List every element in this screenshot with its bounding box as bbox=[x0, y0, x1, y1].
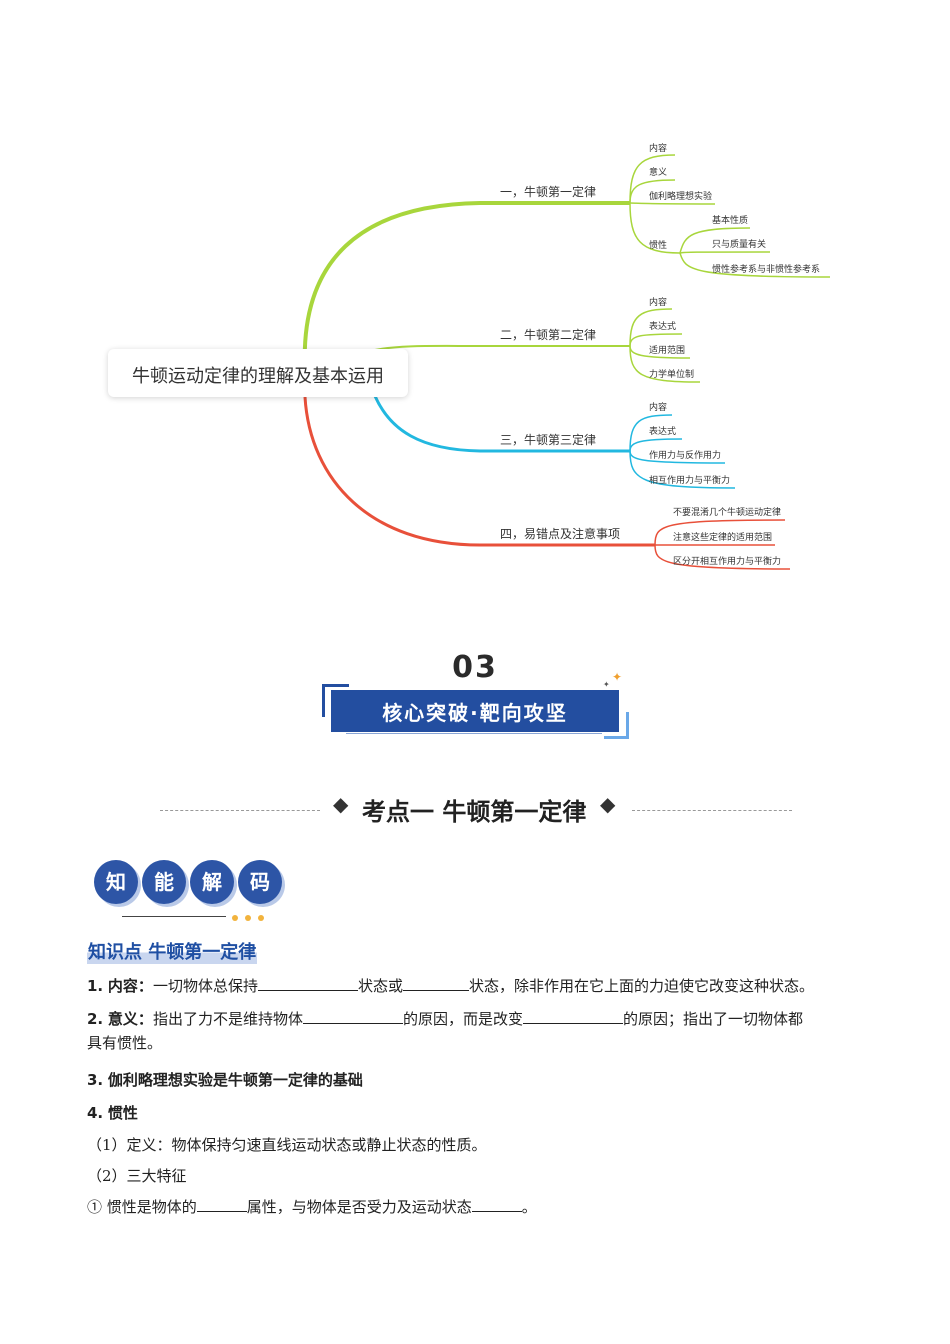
knowledge-heading: 知识点 牛顿第一定律 bbox=[87, 938, 258, 964]
b1-sub: 惯性参考系与非惯性参考系 bbox=[712, 263, 820, 275]
section-banner-label: 核心突破·靶向攻坚 bbox=[382, 701, 568, 725]
branch4-label: 四，易错点及注意事项 bbox=[500, 526, 620, 541]
p1-text-c: 状态，除非作用在它上面的力迫使它改变这种状态。 bbox=[468, 977, 814, 995]
badge-char: 能 bbox=[142, 860, 186, 904]
p4-text: 惯性 bbox=[107, 1104, 138, 1122]
trunk-branch1 bbox=[302, 201, 630, 371]
p2-text-a: 指出了力不是维持物体 bbox=[152, 1010, 303, 1028]
paragraph-2: 2. 意义：指出了力不是维持物体 的原因，而是改变 的原因；指出了一切物体都 具有惯… bbox=[87, 1007, 867, 1055]
b2-item: 力学单位制 bbox=[649, 368, 694, 380]
b1-sub: 只与质量有关 bbox=[712, 238, 766, 250]
badge-dot bbox=[232, 915, 238, 921]
b1-item: 内容 bbox=[649, 142, 667, 154]
p4-num: 4. bbox=[87, 1104, 104, 1122]
b3-item: 作用力与反作用力 bbox=[649, 449, 721, 461]
b1-sub: 基本性质 bbox=[712, 214, 748, 226]
p2-label: 意义： bbox=[107, 1010, 153, 1028]
p7-text-c: 。 bbox=[521, 1198, 537, 1216]
badge-char: 码 bbox=[238, 860, 282, 904]
diamond-icon: ◆ bbox=[333, 792, 349, 816]
blank-field bbox=[471, 1197, 522, 1212]
blank-field bbox=[302, 1009, 403, 1024]
p2-text-d: 具有惯性。 bbox=[87, 1034, 163, 1052]
p2-text-c: 的原因；指出了一切物体都 bbox=[622, 1010, 803, 1028]
mindmap-root-label: 牛顿运动定律的理解及基本运用 bbox=[132, 366, 384, 387]
p3-text: 伽利略理想实验是牛顿第一定律的基础 bbox=[107, 1071, 363, 1089]
paragraph-3: 3. 伽利略理想实验是牛顿第一定律的基础 bbox=[87, 1068, 363, 1092]
mindmap-root-node: 牛顿运动定律的理解及基本运用 bbox=[108, 349, 408, 397]
blank-field bbox=[196, 1197, 247, 1212]
branch3-label: 三，牛顿第三定律 bbox=[500, 432, 596, 447]
b2-item: 内容 bbox=[649, 296, 667, 308]
b4-item: 区分开相互作用力与平衡力 bbox=[673, 555, 781, 567]
paragraph-1: 1. 内容：一切物体总保持 状态或 状态，除非作用在它上面的力迫使它改变这种状态。 bbox=[87, 974, 814, 998]
badge-char: 解 bbox=[190, 860, 234, 904]
paragraph-4: 4. 惯性 bbox=[87, 1101, 138, 1125]
p3-num: 3. bbox=[87, 1071, 104, 1089]
divider-right bbox=[632, 810, 792, 811]
blank-field bbox=[257, 976, 358, 991]
topic-title: 考点一 牛顿第一定律 bbox=[362, 798, 587, 826]
trunk-branch2 bbox=[374, 344, 630, 351]
b2-item: 适用范围 bbox=[649, 344, 685, 356]
badge-dot bbox=[245, 915, 251, 921]
section-number: 03 bbox=[452, 650, 498, 685]
p7-text-a: ① 惯性是物体的 bbox=[87, 1198, 197, 1216]
b1-item: 惯性 bbox=[649, 239, 667, 251]
p7-text-b: 属性，与物体是否受力及运动状态 bbox=[246, 1198, 472, 1216]
banner-frame-left bbox=[322, 684, 349, 717]
p1-num: 1. bbox=[87, 977, 104, 995]
trunk-branch3 bbox=[373, 395, 630, 453]
b3-item: 内容 bbox=[649, 401, 667, 413]
b1-item: 伽利略理想实验 bbox=[649, 190, 712, 202]
b2-item: 表达式 bbox=[649, 320, 676, 332]
section-banner: 核心突破·靶向攻坚 bbox=[331, 690, 619, 732]
paragraph-5: （1）定义：物体保持匀速直线运动状态或静止状态的性质。 bbox=[87, 1136, 487, 1154]
divider-left bbox=[160, 810, 320, 811]
b4-item: 注意这些定律的适用范围 bbox=[673, 531, 772, 543]
b4-item: 不要混淆几个牛顿运动定律 bbox=[673, 506, 781, 518]
badge-underline bbox=[122, 916, 226, 917]
sparkle-icon: ✦ bbox=[612, 670, 623, 684]
paragraph-7: ① 惯性是物体的 属性，与物体是否受力及运动状态 。 bbox=[87, 1195, 537, 1219]
banner-frame-right bbox=[604, 712, 629, 739]
p1-text-b: 状态或 bbox=[357, 977, 403, 995]
blank-field bbox=[402, 976, 469, 991]
b1-item: 意义 bbox=[649, 166, 667, 178]
p1-label: 内容： bbox=[107, 977, 153, 995]
mind-map: 一，牛顿第一定律 二，牛顿第二定律 三，牛顿第三定律 四，易错点及注意事项 内容… bbox=[302, 142, 831, 570]
badge-dot bbox=[258, 915, 264, 921]
banner-underline bbox=[346, 733, 602, 734]
badge-char: 知 bbox=[94, 860, 138, 904]
diamond-icon: ◆ bbox=[600, 792, 616, 816]
trunk-branch4 bbox=[303, 396, 655, 547]
p2-num: 2. bbox=[87, 1010, 104, 1028]
branch2-label: 二，牛顿第二定律 bbox=[500, 327, 596, 342]
b3-item: 相互作用力与平衡力 bbox=[649, 474, 730, 486]
p2-text-b: 的原因，而是改变 bbox=[402, 1010, 523, 1028]
sparkle-icon: ✦ bbox=[603, 680, 610, 689]
blank-field bbox=[522, 1009, 623, 1024]
p1-text-a: 一切物体总保持 bbox=[152, 977, 258, 995]
paragraph-6: （2）三大特征 bbox=[87, 1167, 187, 1185]
b3-item: 表达式 bbox=[649, 425, 676, 437]
branch1-label: 一，牛顿第一定律 bbox=[500, 184, 596, 199]
